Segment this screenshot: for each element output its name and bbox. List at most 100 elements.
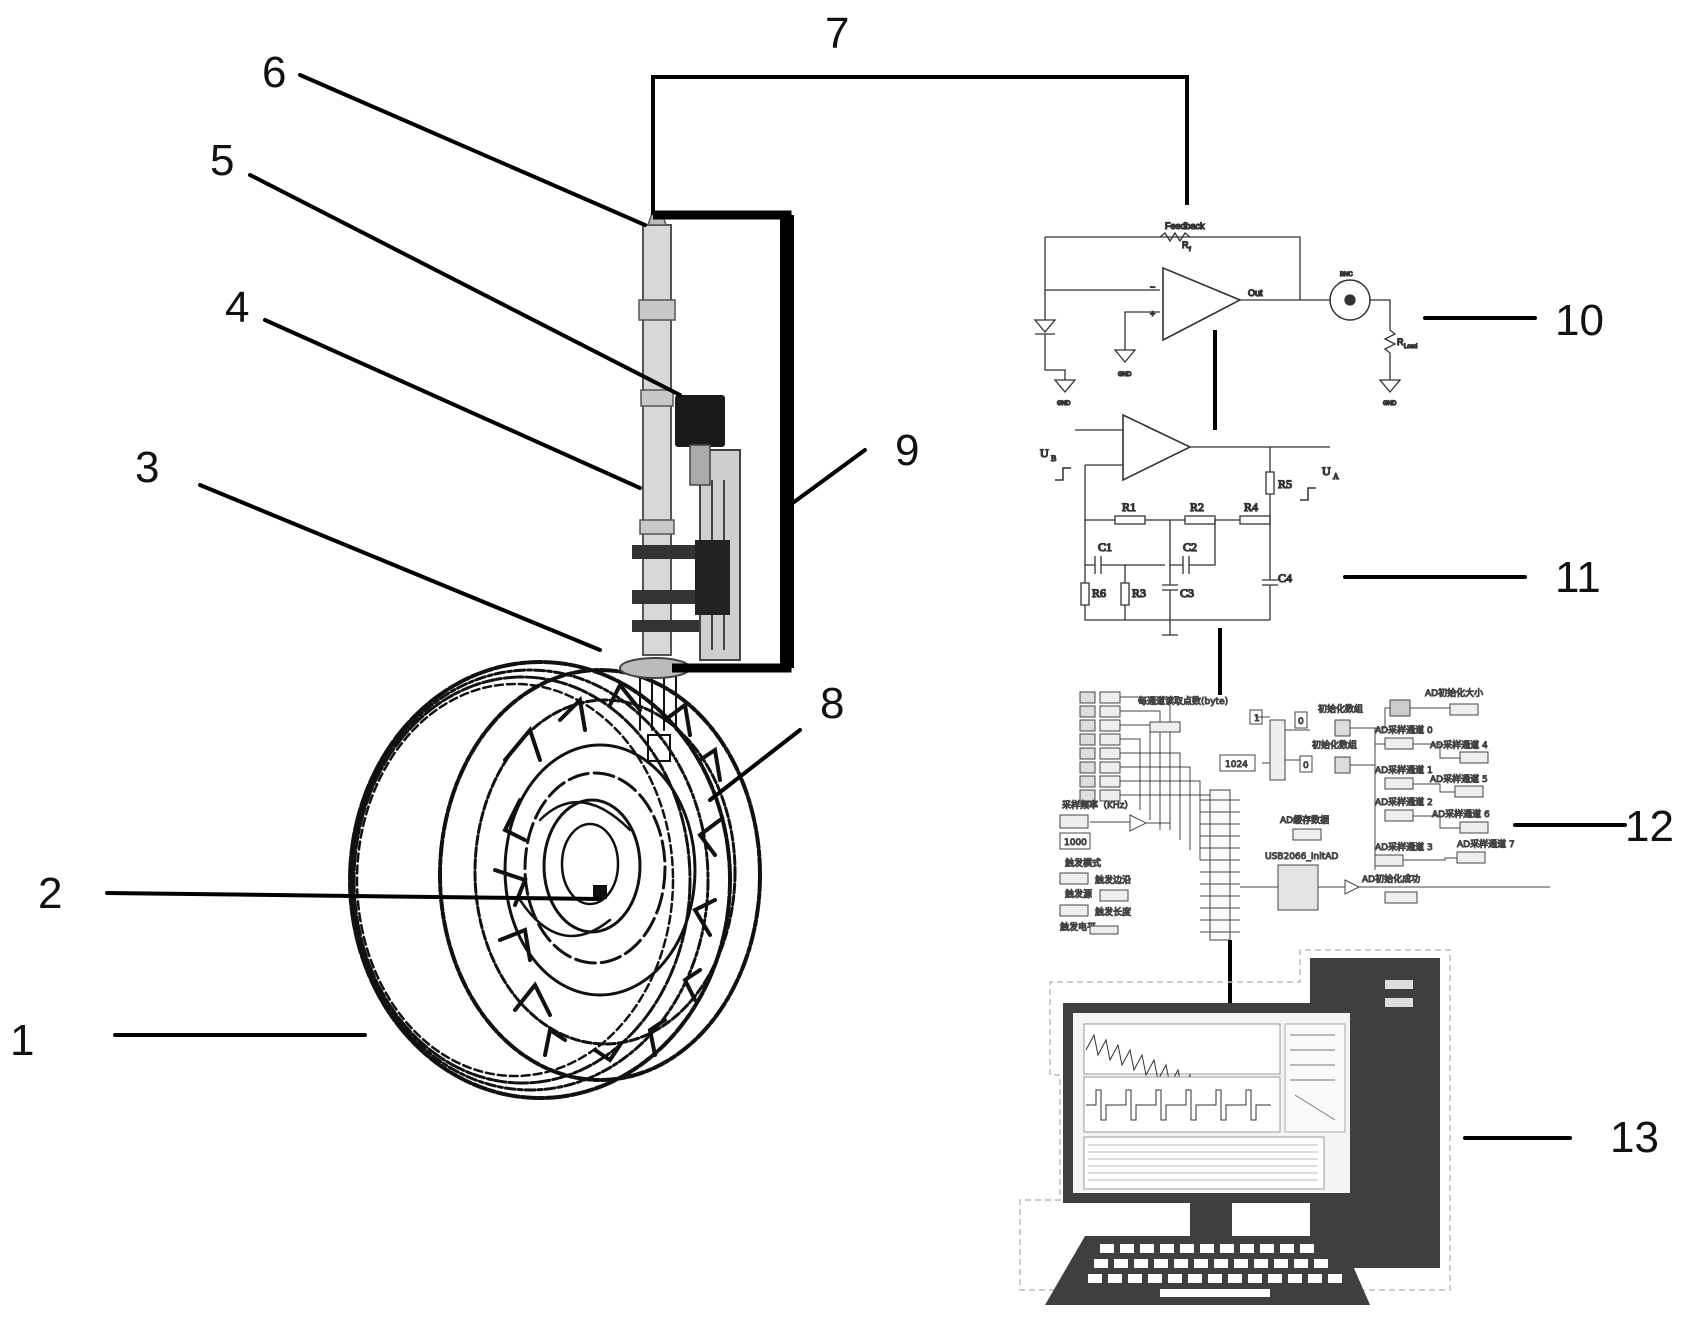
- svg-text:GND: GND: [1118, 372, 1132, 378]
- tire-outer-ring: [348, 660, 732, 1100]
- svg-text:1: 1: [1254, 714, 1260, 724]
- svg-text:0: 0: [1303, 761, 1309, 771]
- opamp-1: [1162, 266, 1242, 342]
- lv-sample-rate-label: 采样频率（KHz）: [1062, 799, 1133, 811]
- svg-text:R6: R6: [1092, 586, 1106, 600]
- stage-carriage: [695, 540, 730, 615]
- svg-text:R2: R2: [1190, 500, 1204, 514]
- probe-clamp-lower: [632, 590, 702, 604]
- rim-ring-1: [503, 743, 697, 997]
- tire-assembly: [348, 660, 762, 1100]
- svg-text:触发源: 触发源: [1065, 888, 1092, 900]
- rf-sub-label: f: [1189, 247, 1191, 253]
- keyboard-keys: [1088, 1244, 1342, 1297]
- callout-5: 5: [210, 136, 234, 185]
- lv-ad-buffer: AD缓存数据: [1280, 814, 1329, 826]
- svg-text:C1: C1: [1098, 540, 1112, 554]
- out-label: Out: [1248, 288, 1263, 298]
- tire-sidewall: [438, 668, 762, 1082]
- svg-text:初始化数组: 初始化数组: [1312, 739, 1357, 751]
- svg-text:+: +: [1150, 309, 1155, 319]
- lv-init-ad: USB2066_InitAD: [1265, 852, 1338, 862]
- svg-text:R: R: [1397, 337, 1404, 347]
- svg-text:AD采样通道 2: AD采样通道 2: [1375, 796, 1433, 808]
- lv-bytes-label: 每通道读取点数(byte): [1138, 695, 1228, 707]
- svg-text:触发电平: 触发电平: [1060, 921, 1096, 933]
- callout-2: 2: [38, 869, 62, 918]
- feedback-label: Feedback: [1165, 221, 1205, 231]
- probe-clamp-bottom: [632, 620, 702, 632]
- screen-waveform-2: [1086, 1089, 1271, 1121]
- callout-10: 10: [1555, 296, 1604, 345]
- monitor-stand: [1190, 1203, 1232, 1236]
- callout-8: 8: [820, 679, 844, 728]
- svg-text:C4: C4: [1278, 571, 1292, 585]
- svg-text:U: U: [1322, 464, 1331, 478]
- svg-text:BNC: BNC: [1340, 272, 1353, 278]
- leader-8: [708, 728, 802, 802]
- callout-12: 12: [1625, 802, 1674, 851]
- svg-text:A: A: [1333, 472, 1339, 481]
- opamp-2: [1122, 413, 1192, 482]
- tire-tread-inner: [473, 698, 737, 1046]
- callout-3: 3: [135, 443, 159, 492]
- svg-text:GND: GND: [1383, 401, 1397, 407]
- callout-7: 7: [825, 9, 849, 58]
- svg-text:AD采样通道 3: AD采样通道 3: [1375, 841, 1433, 853]
- leader-3: [198, 483, 602, 652]
- computer-dashed-outline: [1019, 949, 1451, 1291]
- svg-text:AD采样通道 0: AD采样通道 0: [1375, 724, 1433, 736]
- tire-tread-ring-2: [350, 668, 710, 1092]
- motor-5: [675, 395, 725, 447]
- callout-9: 9: [895, 426, 919, 475]
- rf-label: R: [1182, 240, 1189, 250]
- hub-sensor-2: [593, 885, 607, 899]
- svg-text:Load: Load: [1404, 344, 1417, 350]
- probe-rod-4: [642, 224, 672, 656]
- probe-assembly: [619, 212, 741, 679]
- lv-input-terminals: [1079, 691, 1121, 802]
- keyboard: [1045, 1236, 1370, 1305]
- tire-tread-ring-3: [352, 675, 692, 1085]
- callout-1: 1: [10, 1016, 34, 1065]
- callout-13: 13: [1610, 1113, 1659, 1162]
- svg-text:触发长度: 触发长度: [1095, 906, 1131, 918]
- svg-text:−: −: [1150, 282, 1155, 292]
- svg-text:R3: R3: [1132, 586, 1146, 600]
- leader-4: [263, 318, 642, 490]
- leader-5: [248, 173, 682, 397]
- svg-text:AD采样通道 7: AD采样通道 7: [1457, 838, 1515, 850]
- rim-ring-2: [523, 771, 667, 965]
- svg-text:C2: C2: [1183, 540, 1197, 554]
- tread-pattern: [493, 681, 722, 1063]
- probe-clamp-upper: [632, 545, 702, 559]
- svg-text:C3: C3: [1180, 586, 1194, 600]
- svg-text:B: B: [1051, 454, 1056, 463]
- callout-numbers: 1 2 3 4 5 6 7 8 9 10 11 12 13: [10, 9, 1674, 1162]
- computer-13: [1019, 949, 1451, 1305]
- lv-sample-rate-value: 1000: [1064, 838, 1087, 848]
- svg-text:AD采样通道 5: AD采样通道 5: [1430, 773, 1488, 785]
- svg-text:R1: R1: [1122, 500, 1136, 514]
- svg-text:R4: R4: [1244, 500, 1258, 514]
- callout-4: 4: [225, 283, 249, 332]
- svg-text:GND: GND: [1057, 401, 1071, 407]
- svg-text:AD采样通道 1: AD采样通道 1: [1375, 764, 1433, 776]
- svg-text:AD采样通道 6: AD采样通道 6: [1432, 808, 1490, 820]
- lv-bus-bundle: [1200, 789, 1240, 941]
- probe-tips-8: [639, 669, 677, 762]
- svg-text:U: U: [1040, 446, 1049, 460]
- lv-ad-init-size: AD初始化大小: [1425, 687, 1483, 699]
- photodiode: [1033, 290, 1066, 380]
- filter-circuit-11: U B U A R5 C4 R1 R2 R4 C1 C2 R6 R3 C3: [1039, 413, 1340, 636]
- amplifier-circuit-10: Feedback R f − + Out GND GND BNC R Load …: [1033, 220, 1418, 408]
- leader-6: [298, 73, 647, 227]
- rim-ring-3: [542, 798, 642, 934]
- leader-9: [788, 448, 867, 507]
- labview-diagram-12: 每通道读取点数(byte) 1 1024 0 0 初始化数组 初始化数组 AD初…: [1059, 687, 1550, 941]
- rim-ring-4: [560, 822, 620, 906]
- callout-11: 11: [1555, 553, 1601, 602]
- svg-text:AD初始化成功: AD初始化成功: [1362, 873, 1420, 885]
- svg-text:触发模式: 触发模式: [1065, 857, 1101, 869]
